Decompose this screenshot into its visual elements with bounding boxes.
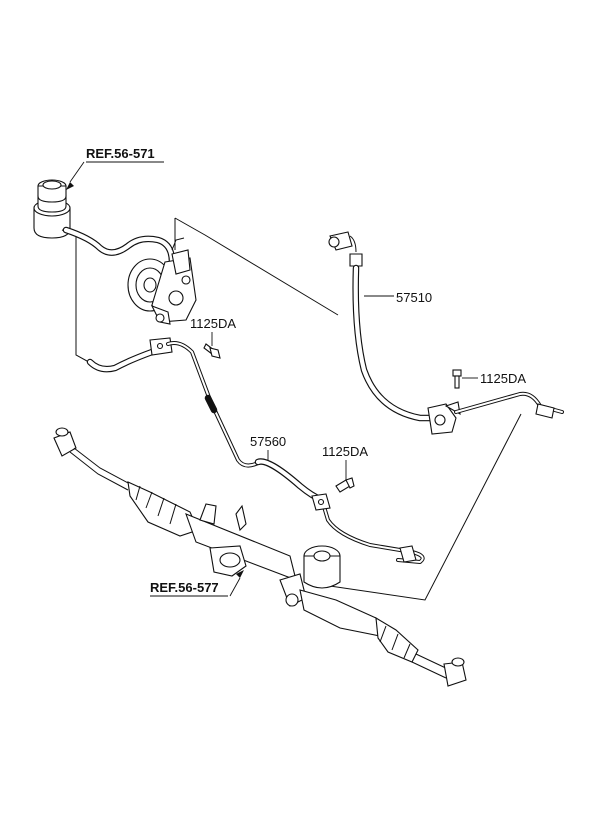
label-ref-reservoir-group: REF.56-571 — [66, 146, 164, 190]
return-hose-upper — [86, 348, 156, 373]
bolt-right — [452, 369, 462, 389]
return-tube-57560 — [166, 341, 425, 564]
bolt-center-label: 1125DA — [322, 444, 368, 459]
tube-57560-label: 57560 — [250, 434, 286, 449]
label-57510-group: 57510 — [364, 290, 432, 305]
ref-gear-box-label: REF.56-577 — [150, 580, 219, 595]
label-bolt-center-group: 1125DA — [322, 444, 368, 480]
bolt-pump — [203, 343, 221, 359]
suction-hose — [62, 226, 176, 266]
label-bolt-pump-group: 1125DA — [190, 316, 236, 346]
oil-reservoir — [33, 179, 73, 239]
connection-lines — [75, 217, 522, 601]
steering-gear-box — [53, 427, 467, 687]
ref-reservoir-label: REF.56-571 — [86, 146, 155, 161]
power-steering-pump — [127, 237, 197, 325]
bolt-pump-label: 1125DA — [190, 316, 236, 331]
tube-bracket-upper — [149, 337, 173, 356]
bolt-right-label: 1125DA — [480, 371, 526, 386]
bolt-center — [335, 477, 355, 493]
pressure-tube-right — [454, 391, 564, 419]
pressure-hose-57510 — [328, 231, 461, 435]
hose-57510-label: 57510 — [396, 290, 432, 305]
label-ref-gear-box-group: REF.56-577 — [150, 570, 244, 597]
label-bolt-right-group: 1125DA — [462, 371, 526, 386]
label-57560-group: 57560 — [250, 434, 286, 460]
